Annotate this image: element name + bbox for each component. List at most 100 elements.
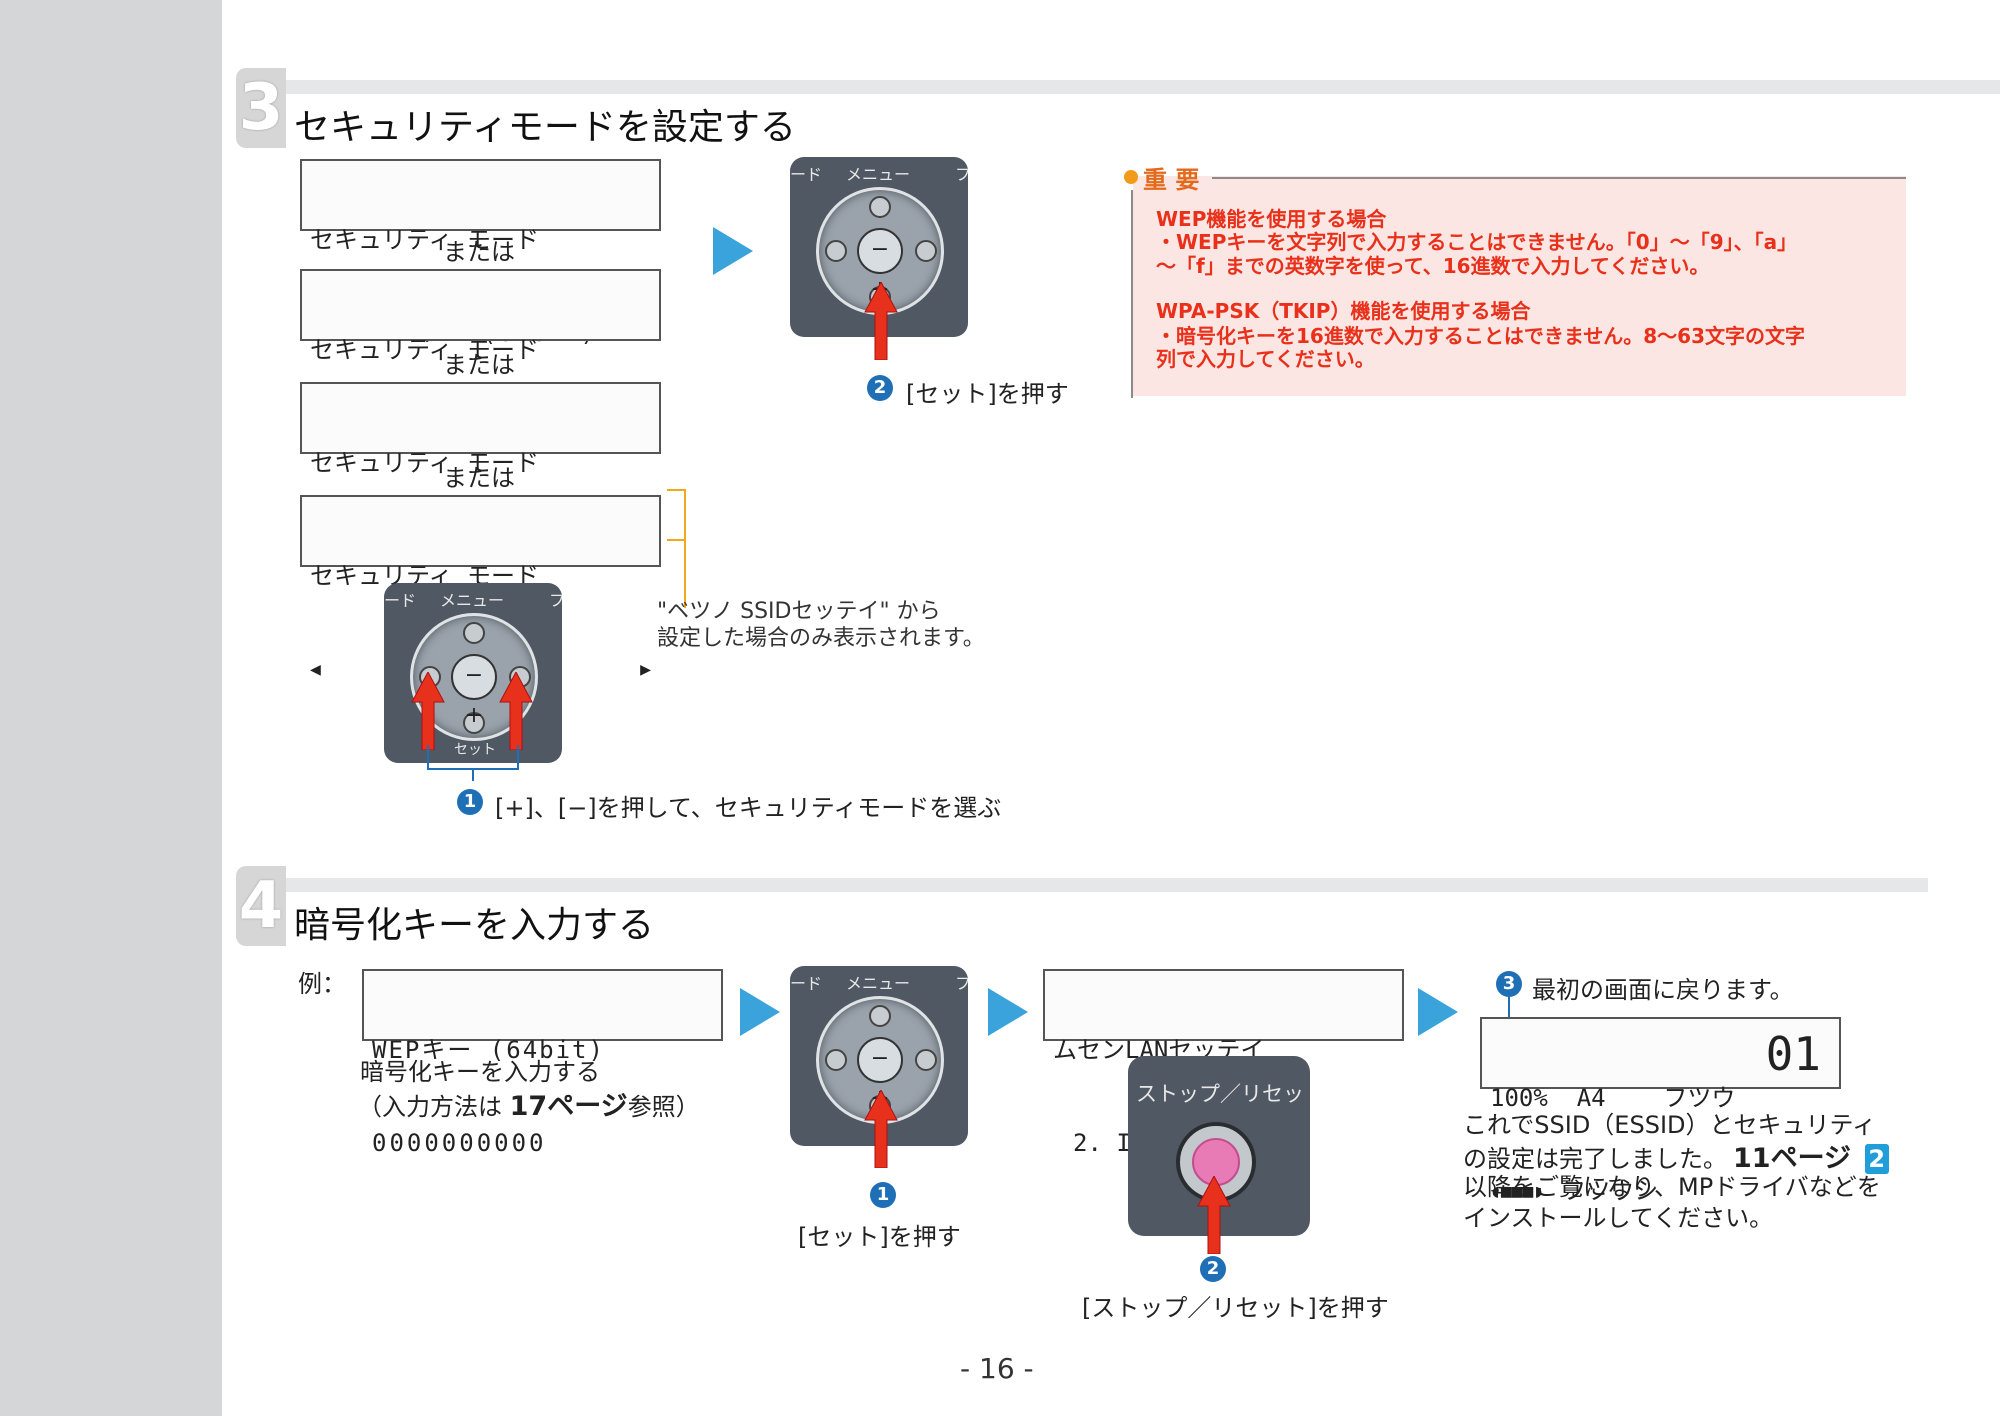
right-triangle-icon: ▶ [640, 659, 651, 680]
down-button[interactable] [463, 712, 485, 734]
desc-line-1: 暗号化キーを入力する [360, 1058, 600, 1086]
section-4-bar [238, 878, 1928, 892]
red-arrow-icon [864, 282, 898, 360]
finish-line-2: の設定は完了しました。11ページ 2 [1463, 1136, 1889, 1175]
panel-label-left: ード [790, 165, 823, 184]
or-label: または [443, 351, 515, 379]
next-arrow-icon [713, 227, 753, 275]
up-button[interactable] [869, 196, 891, 218]
important-line-1: WEP機能を使用する場合 [1156, 207, 1387, 231]
important-left-rule [1131, 190, 1133, 398]
panel-label-right: フ [955, 165, 968, 184]
section-4-title: 暗号化キーを入力する [294, 905, 655, 946]
minus-plus-hub: − + [451, 654, 497, 728]
lcd-wep-key: WEPキー (64bit) 0000000000 [362, 969, 723, 1157]
or-label: または [443, 464, 515, 492]
lcd-option-unused: セキュリティ モード ◀ミシヨウ▶ [300, 495, 661, 683]
stop-icon [1192, 1138, 1240, 1186]
control-panel-set: ード メニュー フ − + [790, 157, 968, 337]
panel-label-right: フ [955, 974, 968, 993]
red-arrow-icon [499, 672, 533, 750]
panel-label-menu: メニュー [846, 974, 911, 993]
section-3-title: セキュリティモードを設定する [294, 107, 796, 148]
callout-2-text: [ストップ／リセット]を押す [1082, 1294, 1389, 1322]
lcd-line1: セキュリティ モード [310, 336, 540, 364]
lcd-option-wep128: セキュリティ モード ◀WEPキー (128bit)▶ [300, 269, 661, 457]
note-line-2: 設定した場合のみ表示されます。 [657, 626, 985, 651]
lcd-line1: 100% A4 フツウ [1490, 1084, 1736, 1112]
callout-2-text: [セット]を押す [906, 380, 1069, 408]
panel-label-menu: メニュー [440, 591, 505, 610]
ink-level-icons: ◖■■■◗ [1490, 1181, 1545, 1202]
callout-3-leader [1508, 996, 1510, 1018]
callout-2-badge: 2 [867, 375, 893, 401]
red-arrow-icon [1197, 1176, 1231, 1254]
lcd-line1: セキュリティ モード [310, 449, 540, 477]
left-triangle-icon: ◀ [310, 659, 321, 680]
desc-line-2: （入力方法は 17ページ参照） [358, 1084, 700, 1123]
important-line-5: WPA-PSK（TKIP）機能を使用する場合 [1156, 299, 1531, 323]
panel-label-right: フ [549, 591, 562, 610]
finish-line-2-page: 11ページ [1733, 1143, 1852, 1174]
next-arrow-icon [740, 988, 780, 1036]
bracket-icon [667, 489, 686, 608]
important-heading: 重 要 [1143, 166, 1200, 194]
callout-2-badge: 2 [1200, 1256, 1226, 1282]
callout-1-badge: 1 [870, 1182, 896, 1208]
left-button[interactable] [825, 1049, 847, 1071]
right-button[interactable] [915, 1049, 937, 1071]
desc-line-2-page: 17ページ [509, 1091, 628, 1122]
lcd-option-wep64: セキュリティ モード ◀WEPキー (64bit)▶ [300, 159, 661, 347]
finish-line-4: インストールしてください。 [1463, 1204, 1774, 1232]
step-2-badge: 2 [1864, 1144, 1889, 1174]
left-button[interactable] [825, 240, 847, 262]
right-button[interactable] [915, 240, 937, 262]
section-3-number: 3 [236, 68, 286, 148]
next-arrow-icon [988, 988, 1028, 1036]
minus-plus-hub: − + [857, 228, 903, 302]
lcd-copies: 01 [1765, 1027, 1821, 1081]
bracket-icon [427, 745, 519, 781]
red-arrow-icon [411, 672, 445, 750]
important-top-rule [1212, 177, 1906, 179]
finish-line-2-pre: の設定は完了しました。 [1463, 1145, 1727, 1173]
important-line-3: 〜「f」までの英数字を使って、16進数で入力してください。 [1156, 254, 1710, 278]
note-line-1: "ベツノ SSIDセッテイ" から [657, 599, 941, 624]
important-line-6: ・暗号化キーを16進数で入力することはできません。8〜63文字の文字 [1156, 324, 1805, 348]
next-arrow-icon [1418, 988, 1458, 1036]
callout-1-text: [+]、[−]を押して、セキュリティモードを選ぶ [495, 794, 1002, 822]
important-dot-icon [1124, 170, 1138, 184]
callout-1-badge: 1 [457, 789, 483, 815]
page-number: - 16 - [960, 1352, 1034, 1385]
panel-label-menu: メニュー [846, 165, 911, 184]
desc-line-2-pre: （入力方法は [358, 1093, 510, 1121]
important-box [1133, 176, 1906, 396]
important-line-2: ・WEPキーを文字列で入力することはできません。「0」〜「9」、「a」 [1156, 230, 1798, 254]
minus-plus-hub: − + [857, 1037, 903, 1111]
example-label: 例： [298, 970, 346, 998]
lcd-line1: セキュリティ モード [310, 226, 540, 254]
red-arrow-icon [864, 1090, 898, 1168]
lcd-line1: WEPキー (64bit) [372, 1036, 605, 1064]
callout-1-text: [セット]を押す [798, 1223, 961, 1251]
section-3-bar [238, 80, 2000, 94]
callout-3-text: 最初の画面に戻ります。 [1532, 976, 1794, 1004]
lcd-option-wpapsk: セキュリティ モード ◀WPA-PSK (TKIP)▶ [300, 382, 661, 570]
left-margin-band [0, 0, 222, 1416]
stop-reset-label: ストップ／リセット [1136, 1082, 1310, 1106]
or-label: または [443, 238, 515, 266]
dial-button[interactable]: − + [816, 187, 944, 315]
lcd-wireless-lan: ムセンLANセッテイ 2. IP セッテイ [1043, 969, 1404, 1157]
lcd-paper-type: フツウシ [1562, 1177, 1659, 1205]
up-button[interactable] [463, 622, 485, 644]
set-label: セット [454, 742, 496, 758]
important-line-7: 列で入力してください。 [1156, 347, 1375, 371]
up-button[interactable] [869, 1005, 891, 1027]
panel-label-left: ード [384, 591, 417, 610]
finish-line-1: これでSSID（ESSID）とセキュリティ [1463, 1111, 1877, 1139]
lcd-key-value: 0000000000 [372, 1129, 547, 1157]
callout-3-badge: 3 [1496, 971, 1522, 997]
desc-line-2-post: 参照） [627, 1093, 700, 1121]
section-4-number: 4 [236, 866, 286, 946]
finish-line-3: 以降をご覧になり、MPドライバなどを [1463, 1173, 1881, 1201]
